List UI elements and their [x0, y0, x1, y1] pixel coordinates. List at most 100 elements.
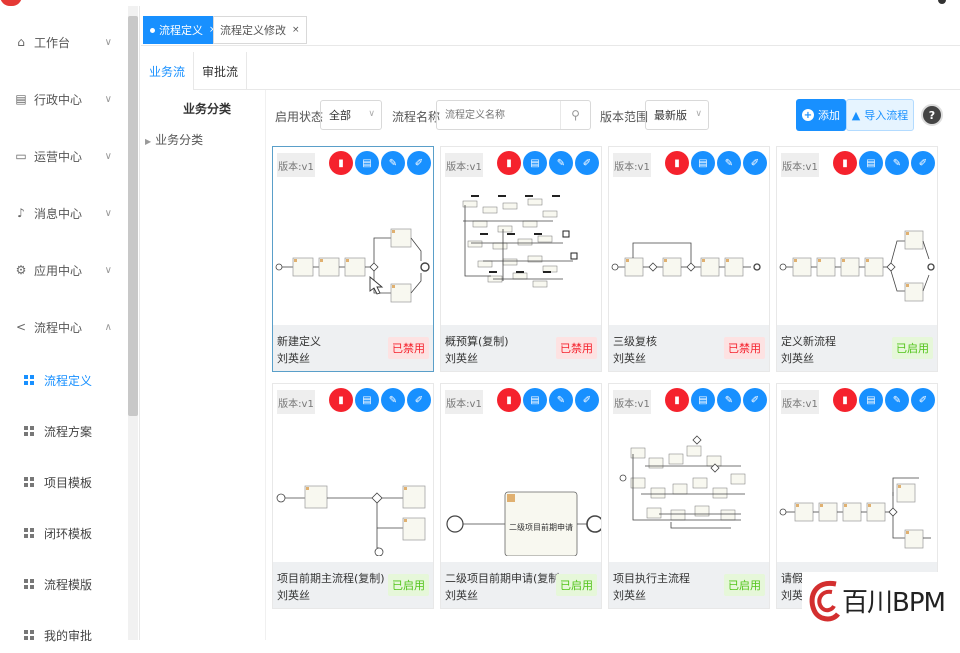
page-tab-label: 流程定义修改 — [220, 24, 286, 37]
view-button[interactable]: ▤ — [355, 388, 379, 412]
edit-button[interactable]: ✐ — [575, 151, 599, 175]
grid-icon — [24, 579, 34, 589]
view-button[interactable]: ▤ — [523, 151, 547, 175]
delete-button[interactable]: ▮ — [497, 151, 521, 175]
sidebar-subitem-process-scheme[interactable]: 流程方案 — [0, 413, 128, 449]
process-card[interactable]: 版本:v1▮▤✎✐ 项目执行主流程 刘英丝 已启用 — [608, 383, 770, 609]
version-badge: 版本:v1 — [613, 153, 651, 177]
delete-button[interactable]: ▮ — [329, 151, 353, 175]
grid-icon — [24, 375, 34, 385]
delete-button[interactable]: ▮ — [665, 388, 689, 412]
search-input[interactable] — [437, 101, 561, 129]
user-icon[interactable] — [938, 0, 946, 4]
process-card[interactable]: 版本:v1▮▤✎✐ 定义新流程 刘英丝 已启用 — [776, 146, 938, 372]
design-button[interactable]: ✎ — [885, 388, 909, 412]
name-search: ⚲ — [436, 100, 591, 130]
process-diagram-preview[interactable] — [779, 418, 937, 556]
version-select[interactable]: 最新版 ∨ — [645, 100, 709, 130]
category-tree-label: 业务分类 — [155, 133, 204, 147]
edit-button[interactable]: ✐ — [911, 388, 935, 412]
close-icon[interactable]: × — [292, 25, 300, 35]
add-button[interactable]: + 添加 — [796, 99, 846, 131]
view-button[interactable]: ▤ — [691, 151, 715, 175]
tab-approval-flow[interactable]: 审批流 — [193, 52, 247, 90]
import-button[interactable]: ▲ 导入流程 — [846, 99, 914, 131]
process-card[interactable]: 版本:v1▮▤✎✐ 三级复核 刘英丝 已禁用 — [608, 146, 770, 372]
category-tree-item[interactable]: ▶业务分类 — [145, 131, 203, 148]
delete-button[interactable]: ▮ — [329, 388, 353, 412]
delete-button[interactable]: ▮ — [833, 388, 857, 412]
process-name: 项目执行主流程 — [613, 572, 690, 585]
design-button[interactable]: ✎ — [549, 151, 573, 175]
process-card[interactable]: 版本:v1▮▤✎✐ 项目前期主流程(复制) 刘英丝 已启用 — [272, 383, 434, 609]
edit-button[interactable]: ✐ — [407, 151, 431, 175]
view-button[interactable]: ▤ — [355, 151, 379, 175]
sidebar-subitem-process-template[interactable]: 流程模版 — [0, 566, 128, 602]
page-tab-process-edit[interactable]: 流程定义修改 × — [213, 16, 307, 44]
card-footer: 二级项目前期申请(复制) 刘英丝 已启用 — [441, 562, 601, 608]
tab-business-flow[interactable]: 业务流 — [141, 52, 193, 90]
brand-text: 百川BPM — [842, 588, 946, 618]
process-diagram-preview[interactable] — [275, 181, 433, 319]
process-diagram-preview[interactable] — [611, 418, 769, 556]
edit-button[interactable]: ✐ — [743, 151, 767, 175]
caret-right-icon[interactable]: ▶ — [145, 137, 152, 146]
edit-button[interactable]: ✐ — [743, 388, 767, 412]
edit-button[interactable]: ✐ — [575, 388, 599, 412]
sidebar-subitem-process-definition[interactable]: 流程定义 — [0, 362, 128, 398]
document-icon: ▤ — [362, 394, 372, 406]
chevron-up-icon: ∧ — [104, 321, 112, 333]
sidebar-subitem-project-template[interactable]: 项目模板 — [0, 464, 128, 500]
trash-icon: ▮ — [674, 157, 680, 169]
trash-icon: ▮ — [842, 157, 848, 169]
process-author: 刘英丝 — [613, 352, 646, 365]
process-diagram-preview[interactable] — [275, 418, 433, 556]
sidebar-item-workbench[interactable]: ⌂ 工作台 ∨ — [0, 22, 128, 62]
process-diagram-preview[interactable] — [443, 181, 601, 319]
sidebar-subitem-loop-template[interactable]: 闭环模板 — [0, 515, 128, 551]
sidebar-scrollbar[interactable] — [128, 16, 138, 416]
sidebar-item-apps[interactable]: ⚙ 应用中心 ∨ — [0, 250, 128, 290]
trash-icon: ▮ — [674, 394, 680, 406]
view-button[interactable]: ▤ — [859, 388, 883, 412]
edit-icon: ✐ — [414, 157, 424, 169]
design-button[interactable]: ✎ — [717, 388, 741, 412]
sidebar-item-messages[interactable]: ♪ 消息中心 ∨ — [0, 193, 128, 233]
design-button[interactable]: ✎ — [885, 151, 909, 175]
close-icon[interactable]: × — [209, 25, 217, 35]
design-button[interactable]: ✎ — [717, 151, 741, 175]
edit-button[interactable]: ✐ — [911, 151, 935, 175]
pen-icon: ✎ — [724, 157, 734, 169]
monitor-icon: ▭ — [15, 149, 27, 163]
delete-button[interactable]: ▮ — [497, 388, 521, 412]
design-button[interactable]: ✎ — [381, 388, 405, 412]
search-icon[interactable]: ⚲ — [560, 101, 590, 129]
process-diagram-preview[interactable] — [611, 181, 769, 319]
status-badge: 已禁用 — [556, 337, 597, 359]
view-button[interactable]: ▤ — [859, 151, 883, 175]
view-button[interactable]: ▤ — [691, 388, 715, 412]
view-button[interactable]: ▤ — [523, 388, 547, 412]
process-diagram-preview[interactable]: 二级项目前期申请 — [443, 418, 601, 556]
help-button[interactable]: ? — [921, 104, 943, 126]
process-card[interactable]: 版本:v1▮▤✎✐二级项目前期申请 二级项目前期申请(复制) 刘英丝 已启用 — [440, 383, 602, 609]
sidebar-item-operations[interactable]: ▭ 运营中心 ∨ — [0, 136, 128, 176]
edit-icon: ✐ — [750, 394, 760, 406]
edit-icon: ✐ — [582, 394, 592, 406]
delete-button[interactable]: ▮ — [665, 151, 689, 175]
design-button[interactable]: ✎ — [549, 388, 573, 412]
pen-icon: ✎ — [556, 394, 566, 406]
document-icon: ▤ — [530, 157, 540, 169]
delete-button[interactable]: ▮ — [833, 151, 857, 175]
sidebar-item-admin[interactable]: ▤ 行政中心 ∨ — [0, 79, 128, 119]
document-icon: ▤ — [362, 157, 372, 169]
process-card[interactable]: 版本:v1▮▤✎✐ 概预算(复制) 刘英丝 已禁用 — [440, 146, 602, 372]
sidebar-subitem-my-approvals[interactable]: 我的审批 — [0, 617, 128, 653]
process-card[interactable]: 版本:v1▮▤✎✐ 新建定义 刘英丝 已禁用 — [272, 146, 434, 372]
page-tab-process-definition[interactable]: 流程定义 × — [143, 16, 224, 44]
sidebar-item-process[interactable]: < 流程中心 ∧ — [0, 307, 128, 347]
edit-button[interactable]: ✐ — [407, 388, 431, 412]
process-diagram-preview[interactable] — [779, 181, 937, 319]
design-button[interactable]: ✎ — [381, 151, 405, 175]
status-select[interactable]: 全部 ∨ — [320, 100, 382, 130]
